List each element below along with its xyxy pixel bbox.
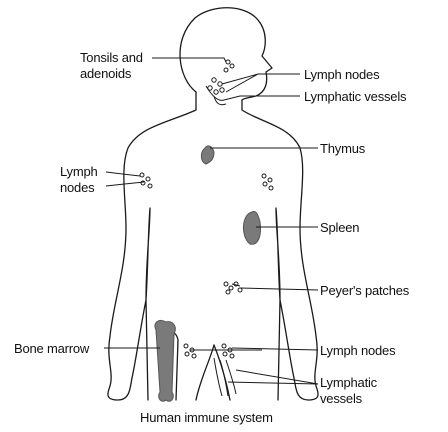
groin-lymph-nodes-right	[221, 343, 235, 359]
lymphatic-vessels-leg-label-line1: Lymphatic	[320, 375, 377, 390]
inner-arm-right	[275, 207, 281, 301]
spleen-label: Spleen	[320, 220, 360, 235]
diagram-caption: Human immune system	[140, 410, 273, 425]
leader-tonsils	[152, 57, 227, 63]
lymph-nodes-neck-label: Lymph nodes	[304, 67, 380, 82]
armpit-lymph-label-line2: nodes	[60, 180, 95, 195]
bone-marrow-label: Bone marrow	[14, 341, 90, 356]
thymus-organ	[200, 145, 215, 165]
neck-lymphatic-vessels	[205, 85, 227, 106]
tonsils-label-line1: Tonsils and	[80, 50, 143, 65]
inner-arm-left	[145, 207, 151, 301]
armpit-lymph-label-line1: Lymph	[60, 164, 98, 179]
leg-center	[195, 344, 215, 401]
body-outline	[179, 7, 319, 401]
leader-peyers	[231, 283, 319, 291]
tonsils-label-line2: adenoids	[80, 66, 132, 81]
spleen-organ	[243, 211, 261, 245]
lymphatic-vessels-leg-label-line2: vessels	[320, 391, 362, 406]
leader-leg-vessels	[227, 369, 319, 385]
lymphatic-vessels-neck-label: Lymphatic vessels	[304, 89, 407, 104]
leader-neck-nodes	[221, 73, 300, 93]
armpit-lymph-nodes-left	[139, 172, 153, 189]
groin-lymph-nodes-left	[183, 343, 197, 359]
leader-lines	[104, 57, 319, 385]
body-outline-left	[107, 91, 197, 401]
leader-neck-vessels	[223, 95, 300, 101]
peyers-patches-label: Peyer's patches	[320, 283, 410, 298]
armpit-lymph-nodes-right	[261, 173, 274, 191]
leader-armpit	[105, 171, 145, 187]
leader-groin-nodes	[190, 347, 319, 351]
bone-marrow-femur	[154, 319, 176, 402]
thymus-label: Thymus	[320, 141, 366, 156]
peyers-patches-nodes	[223, 281, 243, 295]
leg-lymphatic-vessels	[213, 357, 237, 397]
lymph-nodes-groin-label: Lymph nodes	[320, 343, 396, 358]
